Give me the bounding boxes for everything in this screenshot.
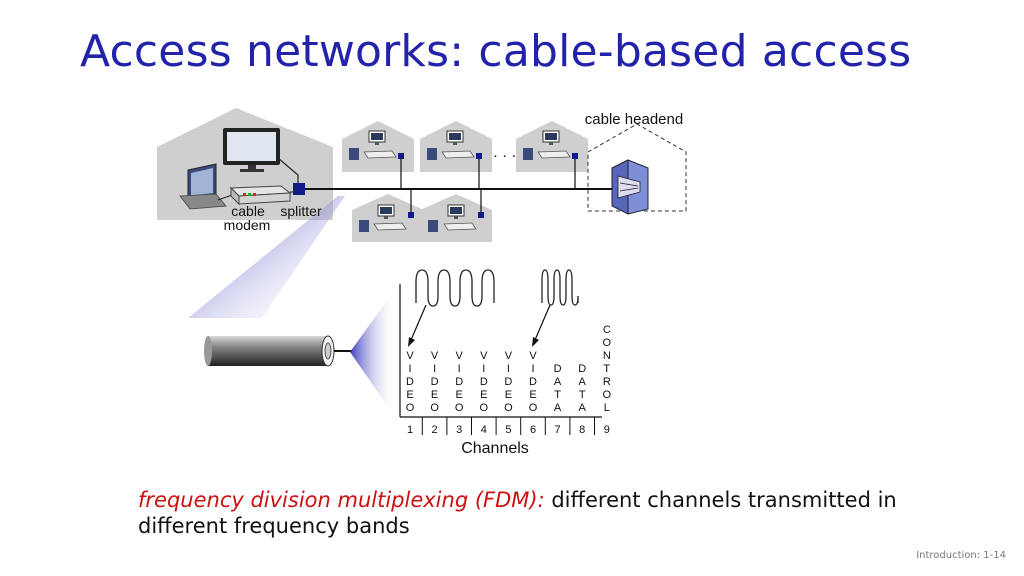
channel-letter: A (554, 376, 562, 388)
channel-letter: N (603, 350, 611, 362)
arrow-to-channel-1 (410, 304, 427, 341)
slide-footer: Introduction: 1-14 (916, 550, 1006, 561)
channel-letter: A (579, 376, 587, 388)
cable-headend-building (587, 123, 687, 212)
channel-letter: O (504, 402, 513, 414)
channel-number: 6 (530, 424, 536, 436)
channel-letter: A (579, 402, 587, 414)
neighbor-house (342, 121, 414, 189)
channel-letter: O (480, 402, 489, 414)
channel-letter: D (504, 376, 512, 388)
spectrum-beam (350, 288, 396, 418)
fdm-term: frequency division multiplexing (FDM): (138, 488, 545, 512)
houses-ellipsis: · · · (493, 147, 516, 164)
splitter-icon (293, 183, 305, 195)
coax-cable-icon (204, 335, 352, 367)
channel-letter: V (505, 350, 513, 362)
channel-letter: A (554, 402, 562, 414)
channel-letter: V (529, 350, 537, 362)
channel-letter: I (458, 363, 461, 375)
channel-letter: E (431, 389, 438, 401)
channel-letter: E (505, 389, 512, 401)
desktop-computer-icon (179, 163, 233, 210)
channel-letter: I (531, 363, 534, 375)
channel-letter: I (408, 363, 411, 375)
channel-letter: D (480, 376, 488, 388)
channel-number: 3 (456, 424, 462, 436)
channel-letter: I (433, 363, 436, 375)
headend-equipment-icon (611, 159, 649, 215)
channel-letter: D (406, 376, 414, 388)
channel-letter: E (529, 389, 536, 401)
label-cable-headend: cable headend (585, 111, 683, 128)
neighbor-house (516, 121, 588, 189)
channel-letter: D (455, 376, 463, 388)
channel-number: 7 (555, 424, 561, 436)
channel-letter: V (480, 350, 488, 362)
waveform-low-freq (415, 269, 495, 307)
channel-letter: E (406, 389, 413, 401)
channels-axis-label: Channels (461, 440, 529, 457)
channel-letter: C (603, 324, 611, 336)
channel-letter: T (603, 363, 610, 375)
channel-letter: V (456, 350, 464, 362)
channel-number: 4 (481, 424, 487, 436)
neighbor-house (352, 189, 424, 242)
channel-letter: I (507, 363, 510, 375)
channel-letter: E (456, 389, 463, 401)
channel-letter: E (480, 389, 487, 401)
channel-letter: D (578, 363, 586, 375)
channel-letter: O (603, 337, 612, 349)
channel-letter: O (603, 389, 612, 401)
channel-number: 1 (407, 424, 413, 436)
channel-letter: T (554, 389, 561, 401)
channel-letter: R (603, 376, 611, 388)
channel-letter: O (455, 402, 464, 414)
channel-letter: O (406, 402, 415, 414)
fdm-caption: frequency division multiplexing (FDM): d… (138, 487, 938, 539)
channel-letter: D (431, 376, 439, 388)
tv-icon (223, 128, 280, 172)
neighbor-house (420, 189, 492, 242)
channel-number: 9 (604, 424, 610, 436)
channel-number: 8 (579, 424, 585, 436)
channel-letter: O (430, 402, 439, 414)
neighbor-house (420, 121, 492, 189)
channel-letter: D (529, 376, 537, 388)
fdm-description: different channels transmitted in differ… (138, 488, 897, 538)
channel-letter: D (554, 363, 562, 375)
channel-columns: VIDEO1VIDEO2VIDEO3VIDEO4VIDEO5VIDEO6DATA… (406, 324, 612, 436)
channel-letter: V (431, 350, 439, 362)
channel-letter: L (604, 402, 610, 414)
channel-letter: T (579, 389, 586, 401)
zoom-beam (188, 196, 345, 318)
arrow-to-channel-6 (534, 304, 551, 341)
label-cable-modem: modem (224, 217, 271, 233)
channel-letter: I (482, 363, 485, 375)
slide-title: Access networks: cable-based access (80, 26, 912, 77)
channel-letter: V (406, 350, 414, 362)
label-cable-modem: cable (231, 203, 265, 219)
cable-modem-icon (229, 185, 292, 206)
channel-number: 5 (505, 424, 511, 436)
channel-number: 2 (432, 424, 438, 436)
waveform-high-freq (541, 269, 579, 306)
label-splitter: splitter (280, 203, 322, 219)
channel-letter: O (529, 402, 538, 414)
